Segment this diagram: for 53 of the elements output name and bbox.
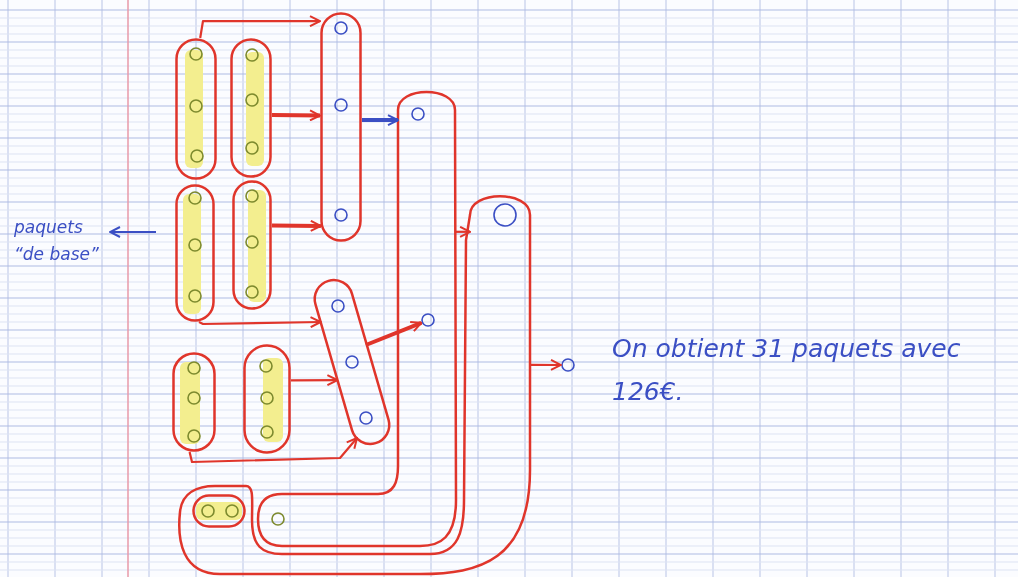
small-circle: [345, 355, 359, 369]
small-circle: [245, 48, 259, 62]
small-circle: [225, 504, 239, 518]
small-circle: [331, 299, 345, 313]
small-circle: [334, 208, 348, 222]
arrow: [529, 358, 562, 371]
arrow: [455, 225, 472, 238]
small-circle: [188, 289, 202, 303]
oval-loop: [192, 494, 246, 528]
arrow: [198, 316, 322, 329]
arrow: [291, 374, 339, 387]
arrow: [272, 219, 322, 232]
small-circle: [188, 191, 202, 205]
oval-loop: [175, 184, 215, 322]
small-circle: [334, 98, 348, 112]
small-circle: [421, 313, 435, 327]
small-circle: [245, 189, 259, 203]
small-circle: [411, 107, 425, 121]
oval-loop: [320, 12, 362, 242]
small-circle: [189, 47, 203, 61]
oval-loop: [230, 38, 272, 178]
arrow: [271, 109, 321, 122]
small-circle: [188, 238, 202, 252]
annotation-text: paquets “de base”: [14, 214, 110, 269]
small-circle: [359, 411, 373, 425]
arrow: [188, 437, 358, 464]
small-circle: [187, 361, 201, 375]
small-circle: [245, 235, 259, 249]
small-circle: [260, 391, 274, 405]
arrow: [109, 226, 156, 238]
small-circle: [271, 512, 285, 526]
note-text: On obtient 31 paquets avec 126€.: [612, 333, 962, 408]
arrow: [199, 15, 321, 39]
small-circle: [561, 358, 575, 372]
small-circle: [245, 93, 259, 107]
small-circle: [245, 285, 259, 299]
arrow: [362, 114, 399, 127]
small-circle: [260, 425, 274, 439]
oval-loop: [172, 352, 216, 452]
small-circle: [201, 504, 215, 518]
arrow: [365, 320, 423, 347]
small-circle: [334, 21, 348, 35]
small-circle: [190, 149, 204, 163]
small-circle: [259, 359, 273, 373]
oval-loop: [243, 344, 291, 454]
small-circle: [187, 429, 201, 443]
small-circle: [187, 391, 201, 405]
oval-loop: [232, 180, 272, 310]
small-circle: [493, 203, 517, 227]
small-circle: [189, 99, 203, 113]
oval-loop: [175, 38, 217, 180]
small-circle: [245, 141, 259, 155]
u-shaped-loop: [256, 88, 458, 546]
